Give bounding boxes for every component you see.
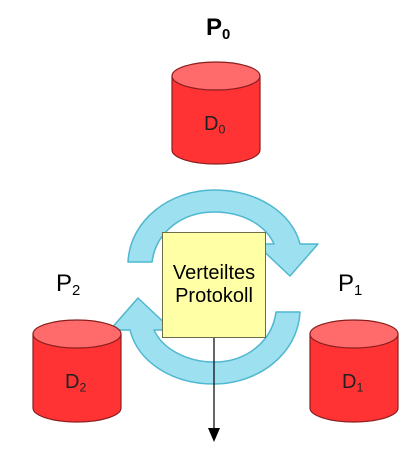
protocol-line-2: Protokoll (175, 285, 253, 307)
cycle-arrow-upper (127, 189, 319, 277)
disk-d0 (171, 61, 261, 165)
process-p2-name: P (56, 270, 73, 297)
disk-d0-index: 0 (218, 122, 226, 137)
disk-d0-name: D (204, 113, 219, 135)
protocol-box: Verteiltes Protokoll (162, 232, 266, 338)
output-arrow (208, 338, 220, 442)
process-p2-index: 2 (72, 283, 81, 300)
disk-label-d0: D0 (204, 114, 225, 136)
disk-d1 (309, 319, 399, 423)
disk-d2 (32, 319, 122, 423)
process-label-p0: P0 (206, 16, 230, 43)
process-label-p1: P1 (338, 272, 362, 299)
disk-d1-name: D (342, 371, 357, 393)
process-p1-name: P (338, 270, 355, 297)
disk-d2-index: 2 (79, 380, 87, 395)
process-p0-name: P (206, 14, 223, 41)
disk-d2-name: D (65, 371, 80, 393)
protocol-line-1: Verteiltes (172, 262, 256, 284)
process-p0-index: 0 (222, 27, 231, 44)
disk-d1-index: 1 (356, 380, 364, 395)
process-p1-index: 1 (354, 283, 363, 300)
cycle-arrows (109, 189, 319, 385)
disk-label-d1: D1 (342, 372, 363, 394)
disk-label-d2: D2 (65, 372, 86, 394)
process-label-p2: P2 (56, 272, 80, 299)
